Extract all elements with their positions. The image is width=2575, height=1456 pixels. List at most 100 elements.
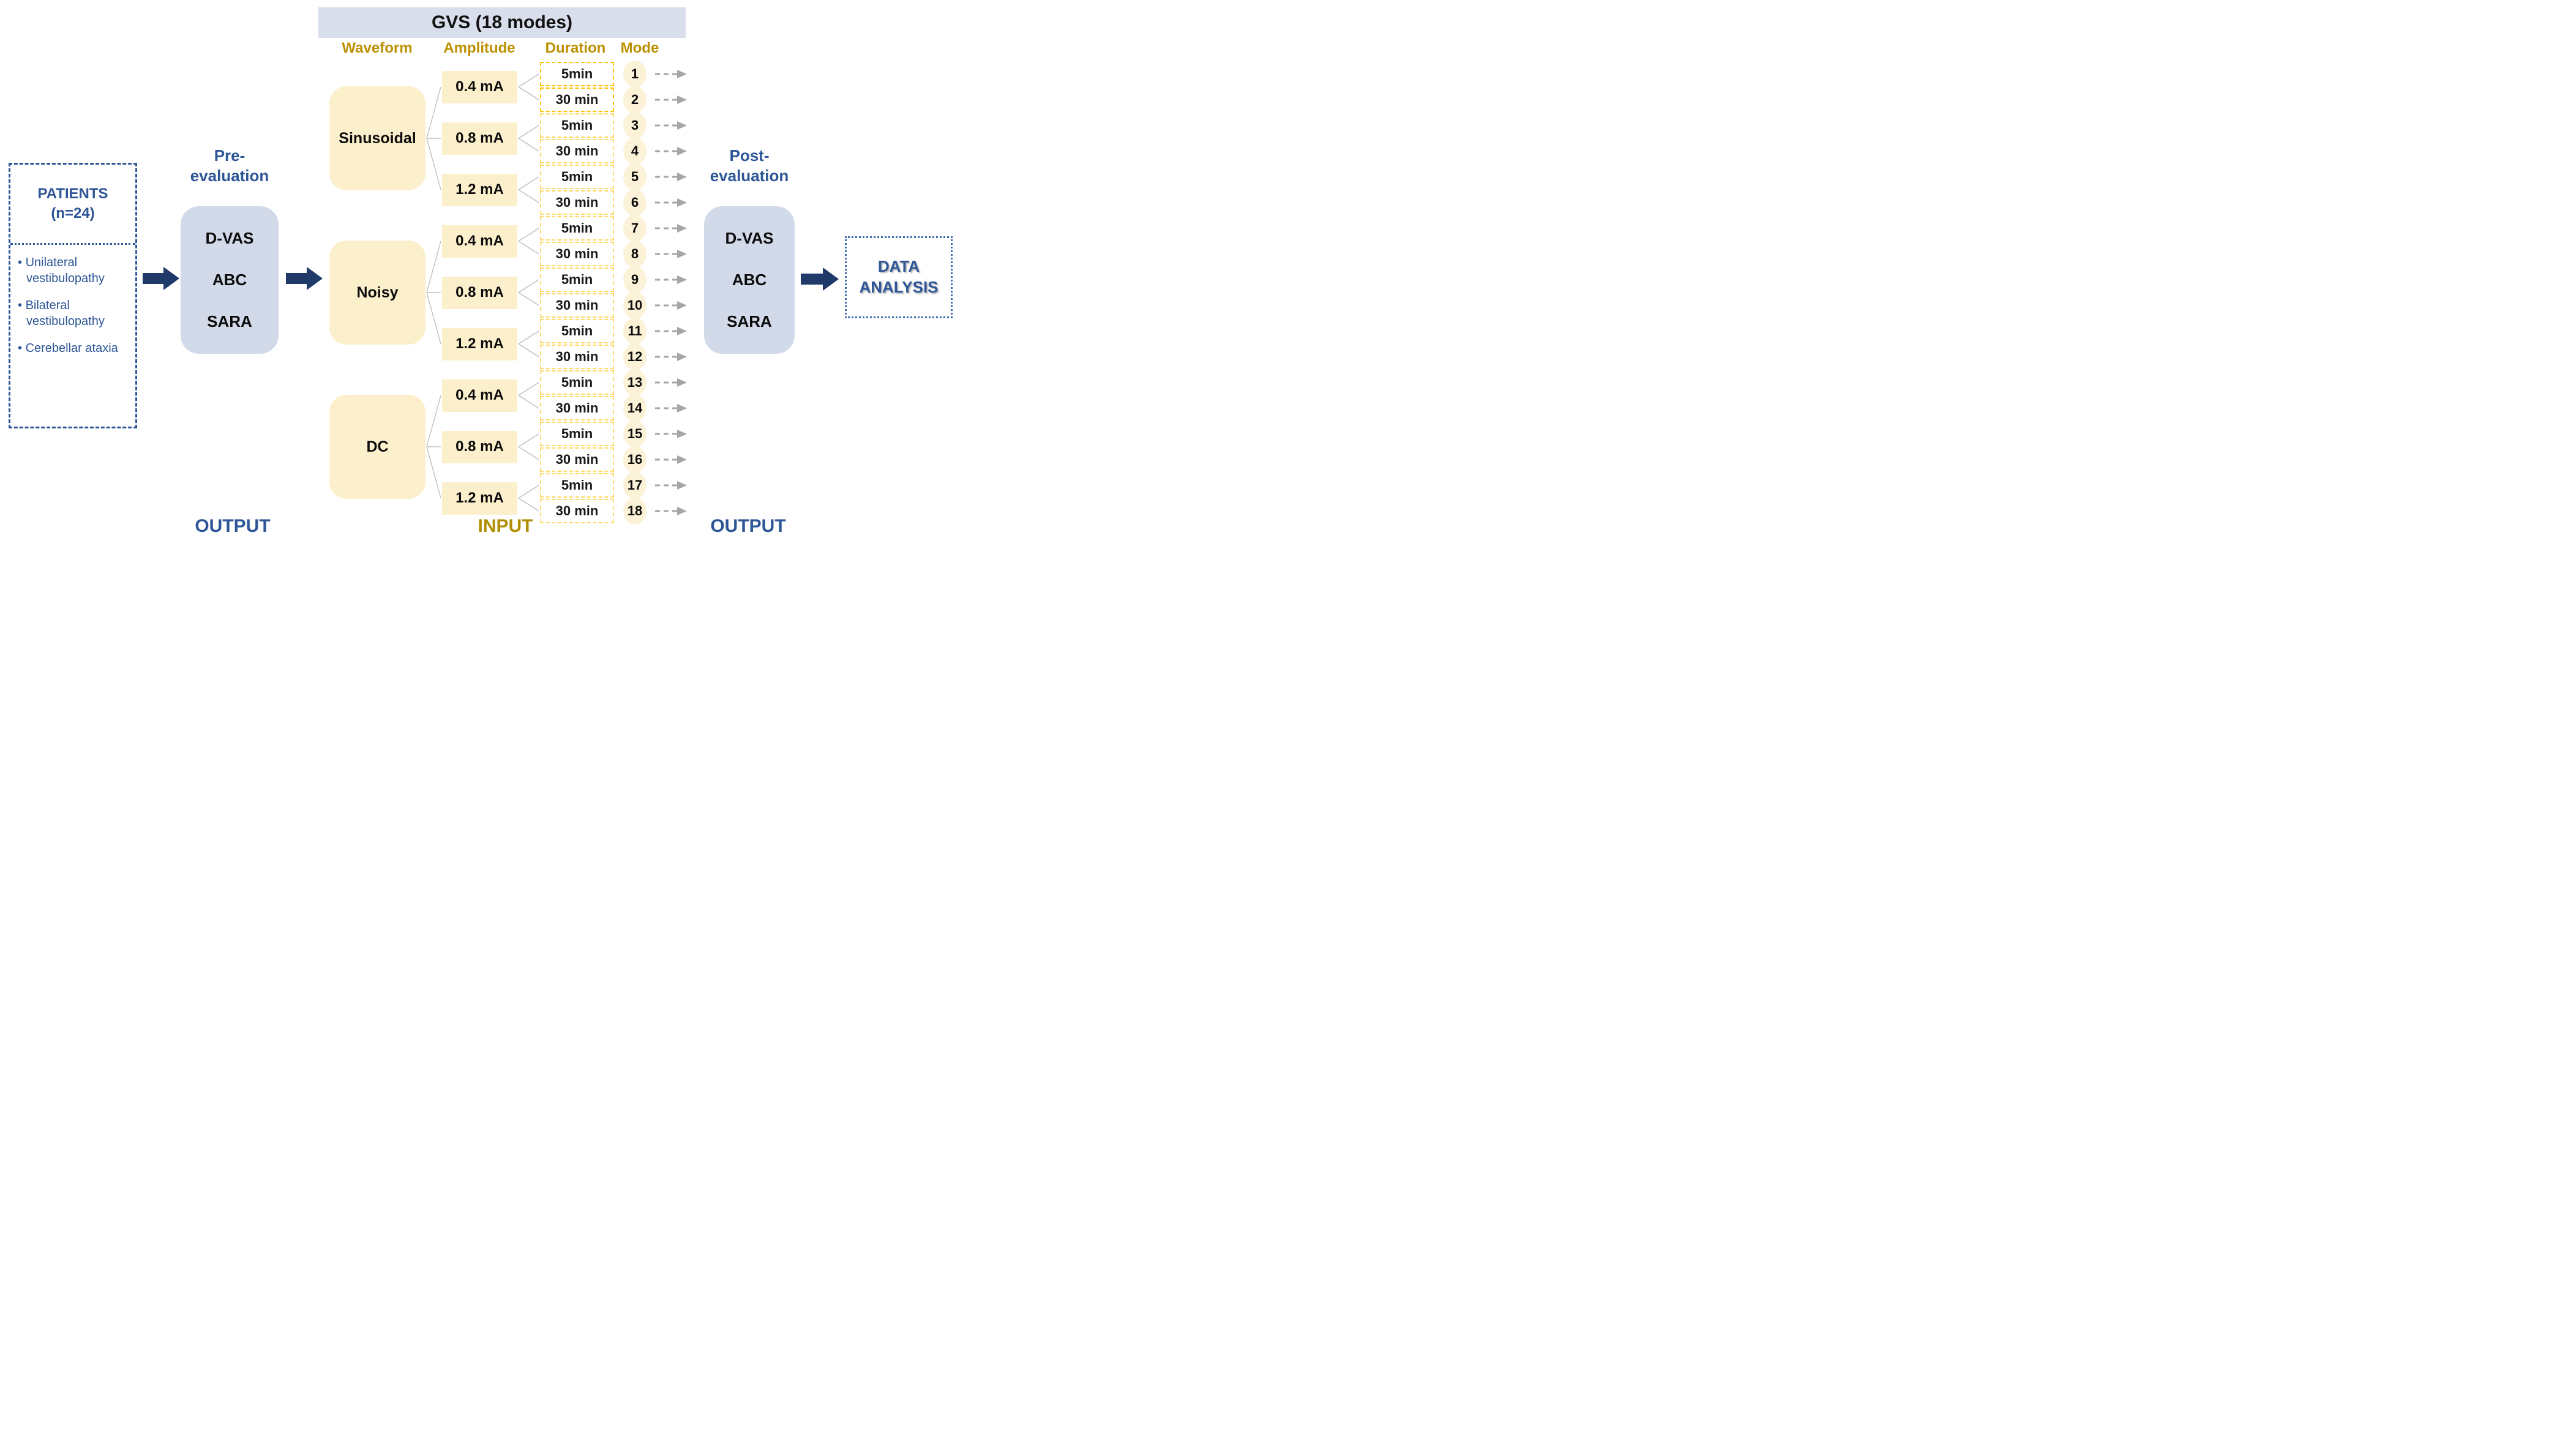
mode-circle: 10 bbox=[623, 292, 647, 319]
waveform-box: DC bbox=[329, 395, 425, 499]
mode-dashed-arrow-head bbox=[677, 250, 687, 258]
mode-circle: 17 bbox=[623, 472, 647, 499]
amplitude-duration-connector bbox=[518, 73, 539, 88]
amplitude-duration-connector bbox=[518, 176, 539, 190]
mode-dashed-arrow-head bbox=[677, 147, 687, 155]
pre-heading-line2: evaluation bbox=[190, 166, 269, 185]
waveform-amplitude-connector bbox=[426, 395, 441, 447]
amplitude-duration-connector bbox=[518, 241, 539, 255]
duration-box: 30 min bbox=[540, 242, 614, 266]
mode-dashed-arrow-head bbox=[677, 353, 687, 361]
waveform-amplitude-connector bbox=[426, 292, 441, 345]
mode-circle: 12 bbox=[623, 343, 647, 370]
mode-circle: 8 bbox=[623, 241, 647, 267]
column-header-mode: Mode bbox=[620, 40, 659, 56]
amplitude-box: 1.2 mA bbox=[442, 482, 517, 515]
pre-heading-line1: Pre- bbox=[214, 146, 246, 165]
evaluation-item: SARA bbox=[207, 312, 252, 330]
waveform-box: Noisy bbox=[329, 241, 425, 345]
patients-title: PATIENTS bbox=[37, 185, 108, 202]
waveform-amplitude-connector bbox=[426, 138, 441, 190]
mode-dashed-arrow-head bbox=[677, 70, 687, 78]
column-header-amplitude: Amplitude bbox=[443, 40, 515, 56]
data-analysis-line1: DATA bbox=[877, 257, 920, 276]
duration-box: 5min bbox=[540, 165, 614, 189]
mode-circle: 4 bbox=[623, 138, 647, 165]
amplitude-box: 0.4 mA bbox=[442, 379, 517, 412]
amplitude-duration-connector bbox=[518, 138, 539, 152]
post-heading-line1: Post- bbox=[729, 146, 770, 165]
amplitude-duration-connector bbox=[518, 485, 539, 499]
flow-arrow bbox=[286, 267, 323, 290]
waveform-amplitude-connector bbox=[426, 241, 441, 293]
post-evaluation-heading: Post- evaluation bbox=[704, 146, 795, 185]
mode-dashed-arrow-head bbox=[677, 378, 687, 387]
mode-dashed-arrow-head bbox=[677, 481, 687, 490]
duration-box: 5min bbox=[540, 267, 614, 292]
mode-dashed-arrow-head bbox=[677, 173, 687, 181]
mode-circle: 18 bbox=[623, 498, 647, 525]
duration-box: 5min bbox=[540, 370, 614, 395]
duration-box: 30 min bbox=[540, 88, 614, 112]
mode-circle: 6 bbox=[623, 189, 647, 216]
amplitude-box: 1.2 mA bbox=[442, 327, 517, 360]
duration-box: 5min bbox=[540, 216, 614, 241]
mode-dashed-arrow-head bbox=[677, 121, 687, 130]
output-label-left: OUTPUT bbox=[195, 516, 271, 536]
duration-box: 5min bbox=[540, 113, 614, 138]
amplitude-duration-connector bbox=[518, 395, 539, 409]
mode-circle: 13 bbox=[623, 369, 647, 396]
duration-box: 30 min bbox=[540, 139, 614, 163]
duration-box: 30 min bbox=[540, 293, 614, 318]
mode-circle: 5 bbox=[623, 163, 647, 190]
post-evaluation-box: D-VAS ABC SARA bbox=[704, 206, 795, 354]
amplitude-duration-connector bbox=[518, 343, 539, 357]
pre-evaluation-box: D-VAS ABC SARA bbox=[181, 206, 279, 354]
post-heading-line2: evaluation bbox=[710, 166, 789, 185]
connector-layer bbox=[143, 70, 839, 515]
gvs-title-bar: GVS (18 modes) bbox=[318, 7, 686, 38]
evaluation-item: SARA bbox=[727, 312, 772, 330]
evaluation-item: D-VAS bbox=[205, 229, 254, 247]
evaluation-item: ABC bbox=[732, 271, 767, 289]
duration-box: 5min bbox=[540, 422, 614, 446]
duration-box: 30 min bbox=[540, 447, 614, 472]
patients-box: PATIENTS (n=24) Unilateral vestibulopath… bbox=[9, 163, 137, 428]
mode-dashed-arrow-head bbox=[677, 507, 687, 515]
amplitude-box: 0.8 mA bbox=[442, 276, 517, 309]
mode-dashed-arrow-head bbox=[677, 430, 687, 438]
amplitude-duration-connector bbox=[518, 433, 539, 447]
pre-evaluation-heading: Pre- evaluation bbox=[181, 146, 279, 185]
waveform-amplitude-connector bbox=[426, 86, 441, 139]
amplitude-box: 1.2 mA bbox=[442, 173, 517, 206]
mode-dashed-arrow-head bbox=[677, 455, 687, 464]
mode-circle: 14 bbox=[623, 395, 647, 422]
waveform-box: Sinusoidal bbox=[329, 86, 425, 190]
list-item: Cerebellar ataxia bbox=[17, 340, 132, 356]
flow-arrow bbox=[801, 267, 839, 291]
mode-circle: 16 bbox=[623, 446, 647, 473]
amplitude-duration-connector bbox=[518, 292, 539, 306]
duration-box: 30 min bbox=[540, 499, 614, 523]
amplitude-duration-connector bbox=[518, 279, 539, 293]
evaluation-item: D-VAS bbox=[725, 229, 774, 247]
duration-box: 5min bbox=[540, 62, 614, 86]
gvs-title: GVS (18 modes) bbox=[431, 12, 573, 32]
mode-dashed-arrow-head bbox=[677, 301, 687, 310]
mode-circle: 9 bbox=[623, 266, 647, 293]
duration-box: 30 min bbox=[540, 345, 614, 369]
amplitude-duration-connector bbox=[518, 86, 539, 100]
amplitude-duration-connector bbox=[518, 446, 539, 460]
column-header-duration: Duration bbox=[545, 40, 606, 56]
mode-dashed-arrow-head bbox=[677, 95, 687, 104]
amplitude-duration-connector bbox=[518, 228, 539, 242]
waveform-amplitude-connector bbox=[426, 446, 441, 499]
duration-box: 30 min bbox=[540, 396, 614, 420]
output-label-right: OUTPUT bbox=[710, 516, 786, 536]
mode-circle: 11 bbox=[623, 318, 647, 345]
column-header-waveform: Waveform bbox=[342, 40, 413, 56]
data-analysis-line2: ANALYSIS bbox=[859, 278, 939, 296]
duration-box: 5min bbox=[540, 473, 614, 498]
amplitude-duration-connector bbox=[518, 382, 539, 396]
mode-circle: 7 bbox=[623, 215, 647, 242]
